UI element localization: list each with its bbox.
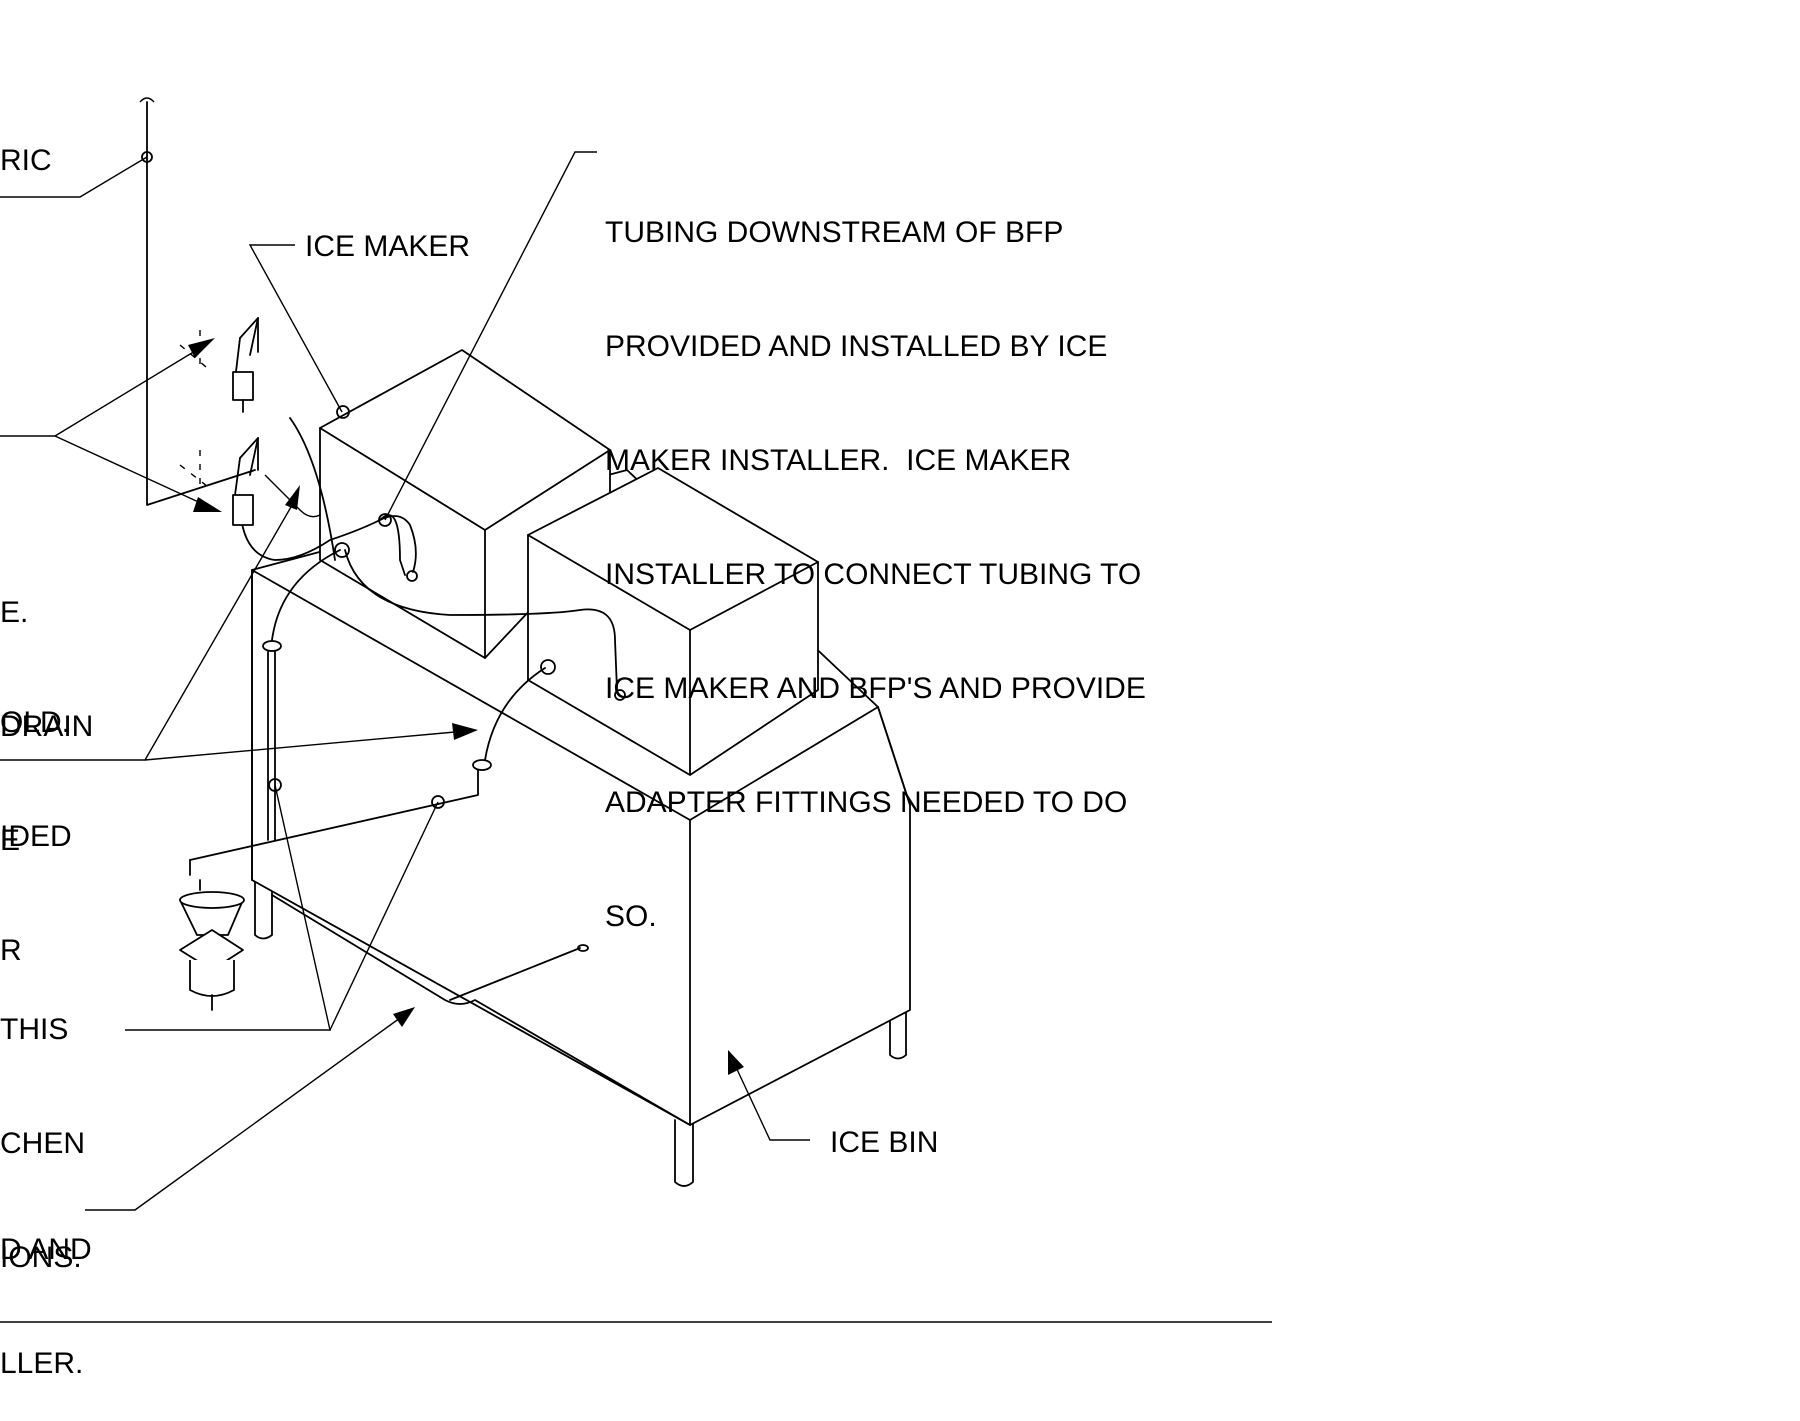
tubing-note-line: MAKER INSTALLER. ICE MAKER <box>605 444 1072 477</box>
manifold-label-line: OLD. <box>0 706 71 739</box>
installer-label-cut: D AND LLER. <box>0 1155 92 1421</box>
backflow-preventers <box>139 97 259 526</box>
e-label-cut: E <box>0 824 21 857</box>
drain-label-line: DRAIN <box>0 710 94 743</box>
tubing-note-line: ICE MAKER AND BFP'S AND PROVIDE <box>605 672 1146 705</box>
manifold-label-line: IDED <box>0 820 72 853</box>
diagram-drawing <box>0 97 1272 1323</box>
ice-maker-label: ICE MAKER <box>305 230 471 263</box>
kitchen-label-line: IONS. <box>0 1241 82 1274</box>
tubing-note: TUBING DOWNSTREAM OF BFP PROVIDED AND IN… <box>605 138 1146 974</box>
ice-maker-installation-diagram: TUBING DOWNSTREAM OF BFP PROVIDED AND IN… <box>0 97 1272 1380</box>
manifold-label-cut: OLD. IDED R <box>0 628 72 1008</box>
tubing-note-line: PROVIDED AND INSTALLED BY ICE <box>605 330 1108 363</box>
manifold-label-line: R <box>0 934 22 967</box>
leader-lines <box>0 151 810 1211</box>
tubing-note-line: INSTALLER TO CONNECT TUBING TO <box>605 558 1142 591</box>
floor-drain-funnel <box>179 879 245 1011</box>
tubing-note-line: SO. <box>605 900 657 933</box>
kitchen-label-line: THIS <box>0 1013 69 1046</box>
kitchen-label-line: CHEN <box>0 1127 86 1160</box>
electric-label-cut: RIC <box>0 144 52 177</box>
ice-bin-label: ICE BIN <box>830 1126 939 1159</box>
kitchen-label-cut: THIS CHEN IONS. <box>0 935 85 1315</box>
installer-label-line: LLER. <box>0 1347 84 1380</box>
tubing-note-line: TUBING DOWNSTREAM OF BFP <box>605 216 1064 249</box>
drain-label-cut: E. DRAIN <box>0 518 93 784</box>
tubing-note-line: ADAPTER FITTINGS NEEDED TO DO <box>605 786 1128 819</box>
installer-label-line: D AND <box>0 1233 92 1266</box>
drain-label-line: E. <box>0 596 29 629</box>
water-tubing <box>189 417 626 1001</box>
